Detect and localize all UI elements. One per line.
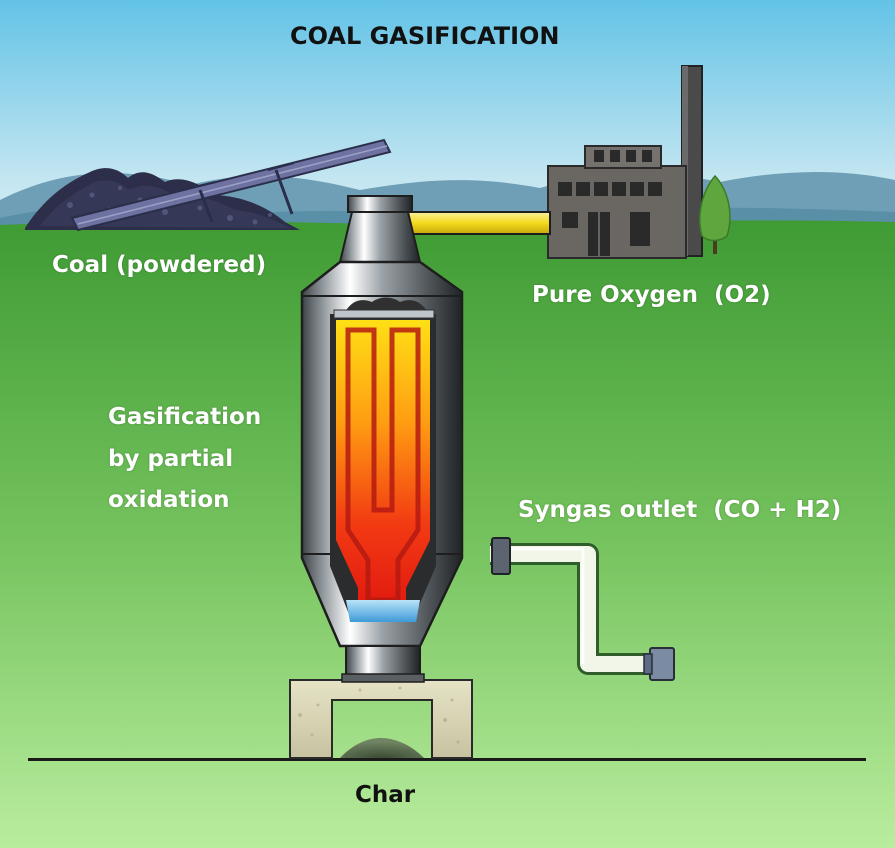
tree-icon	[699, 174, 731, 254]
char-label: Char	[355, 782, 416, 808]
oxygen-plant-icon	[547, 65, 703, 259]
gasifier-vessel	[300, 195, 464, 683]
reaction-zone	[336, 320, 430, 612]
coal-label: Coal (powdered)	[52, 252, 267, 278]
gasification-label-line3: oxidation	[108, 487, 230, 513]
gasification-label-line2: by partial	[108, 446, 234, 472]
diagram-title: COAL GASIFICATION	[290, 22, 560, 50]
gasification-label-line1: Gasification	[108, 404, 262, 430]
water-quench	[346, 600, 420, 622]
ground-line	[28, 758, 866, 761]
concrete-base	[289, 679, 473, 759]
oxygen-pipe	[397, 211, 551, 235]
syngas-outlet-pipe	[490, 537, 675, 681]
char-pile	[340, 738, 424, 758]
coal-conveyor-icon	[70, 138, 392, 232]
oxygen-label: Pure Oxygen (O2)	[532, 282, 771, 308]
syngas-label: Syngas outlet (CO + H2)	[518, 497, 842, 523]
